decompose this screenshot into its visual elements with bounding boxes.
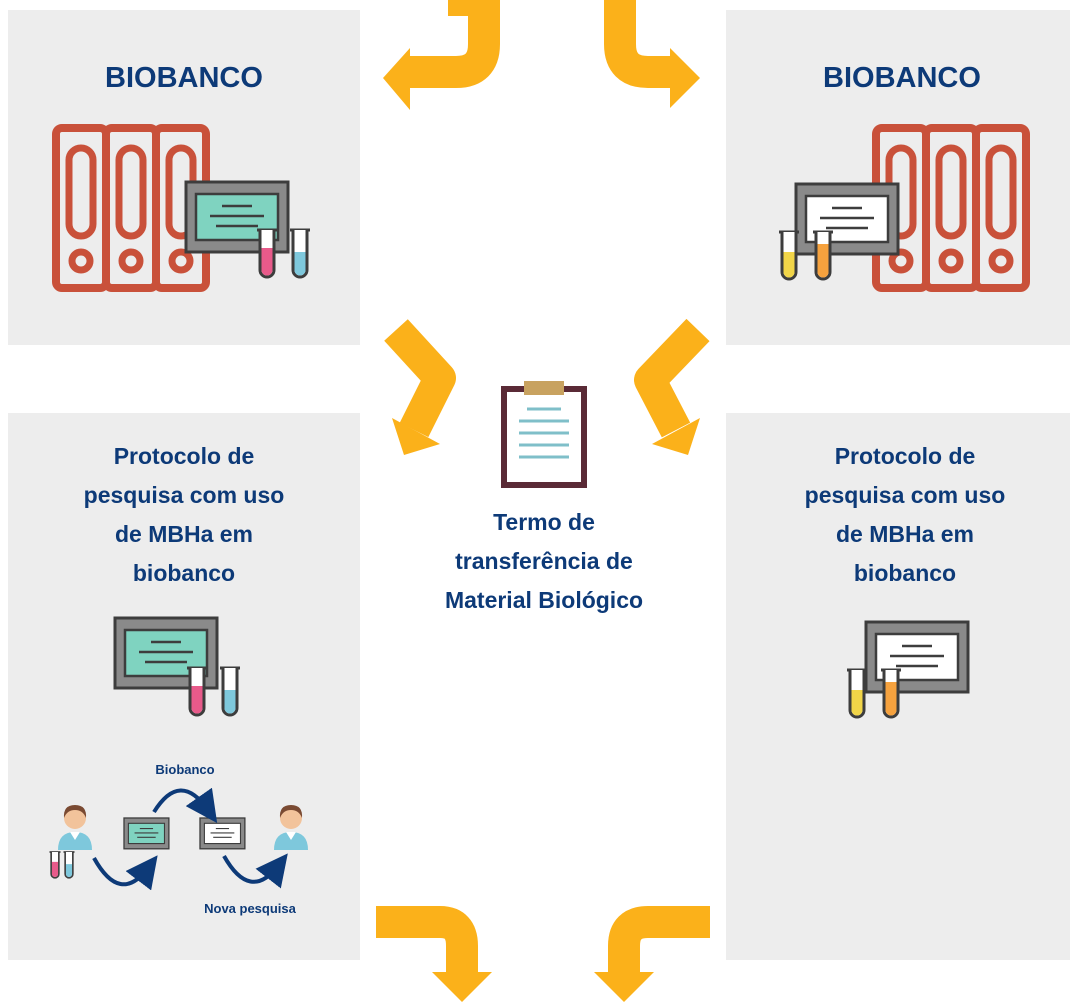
test-tube-icon: [879, 668, 903, 719]
curved-arrow-icon: [152, 787, 218, 824]
protocol-title-right-line-4: biobanco: [853, 560, 957, 586]
certificate-icon: [864, 620, 970, 694]
certificate-icon: [199, 817, 246, 850]
test-tube-icon: [218, 666, 242, 717]
bent-arrow-icon: [634, 318, 710, 455]
bent-arrow-icon: [594, 906, 710, 1002]
protocol-title-right-line-3: de MBHa em: [835, 521, 975, 547]
biobank-title-right: BIOBANCO: [823, 62, 981, 94]
person-icon: [274, 805, 308, 850]
bent-arrow-icon: [383, 0, 500, 110]
clipboard-icon: [501, 381, 587, 488]
curved-arrow-icon: [92, 855, 158, 891]
test-tube-icon: [777, 230, 801, 281]
bent-arrow-icon: [376, 906, 492, 1002]
test-tube-icon: [255, 228, 279, 279]
protocol-title-left: Protocolo de pesquisa com uso de MBHa em…: [34, 437, 334, 593]
protocol-title-right-line-1: Protocolo de: [834, 443, 976, 469]
transfer-term-line-3: Material Biológico: [444, 587, 644, 613]
protocol-title-left-line-2: pesquisa com uso: [83, 482, 285, 508]
bent-arrow-icon: [384, 319, 456, 455]
test-tube-icon: [845, 668, 869, 719]
flow-label-nova-pesquisa: Nova pesquisa: [204, 901, 296, 916]
protocol-title-right: Protocolo de pesquisa com uso de MBHa em…: [755, 437, 1055, 593]
binder-icon: [106, 128, 156, 288]
biobank-title-left: BIOBANCO: [105, 62, 263, 94]
test-tube-icon: [288, 228, 312, 279]
certificate-icon: [794, 182, 900, 256]
test-tube-icon: [811, 230, 835, 281]
binder-icon: [926, 128, 976, 288]
protocol-title-left-line-3: de MBHa em: [114, 521, 254, 547]
certificate-icon: [123, 817, 170, 850]
person-icon: [58, 805, 92, 850]
binder-icon: [976, 128, 1026, 288]
transfer-term-title: Termo de transferência de Material Bioló…: [394, 503, 694, 620]
protocol-title-left-line-4: biobanco: [132, 560, 236, 586]
transfer-term-line-2: transferência de: [455, 548, 633, 574]
test-tube-icon: [48, 851, 62, 879]
bent-arrow-icon: [604, 0, 700, 108]
protocol-title-left-line-1: Protocolo de: [113, 443, 255, 469]
test-tube-icon: [62, 851, 76, 879]
test-tube-icon: [185, 666, 209, 717]
flow-label-biobanco: Biobanco: [155, 762, 215, 777]
transfer-term-line-1: Termo de: [493, 509, 595, 535]
protocol-title-right-line-2: pesquisa com uso: [804, 482, 1006, 508]
curved-arrow-icon: [222, 853, 288, 889]
binder-icon: [56, 128, 106, 288]
